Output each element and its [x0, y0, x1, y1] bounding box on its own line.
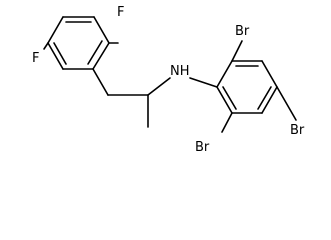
bond — [47, 16, 64, 44]
bond — [216, 86, 233, 114]
fluorine-label: F — [32, 51, 39, 66]
bond-to-bromine — [276, 86, 297, 121]
bond — [257, 86, 272, 110]
bond — [261, 60, 278, 88]
bond — [92, 68, 109, 96]
difluorophenyl-ring — [47, 16, 110, 70]
bond — [93, 16, 110, 44]
bond-to-fluorine — [43, 42, 49, 50]
bond-to-nh — [147, 77, 171, 96]
bond — [53, 42, 67, 65]
bromine-label: Br — [235, 24, 250, 39]
bond — [92, 42, 110, 70]
bond — [216, 60, 233, 88]
tribromophenyl-ring — [216, 60, 278, 114]
nh-label: NH — [170, 64, 190, 79]
structure-canvas: F F NH Br Br Br — [32, 5, 305, 155]
bond — [87, 40, 103, 65]
bromine-label: Br — [290, 123, 305, 138]
fluorine-label: F — [117, 5, 124, 20]
bond-to-nh — [189, 77, 218, 88]
bond-to-bromine — [231, 40, 243, 62]
bond — [222, 86, 237, 110]
bromine-label: Br — [195, 140, 210, 155]
molecule-diagram: F F NH Br Br Br — [32, 5, 305, 155]
bond — [261, 86, 278, 114]
bond-to-bromine — [221, 112, 233, 133]
bond — [47, 42, 64, 70]
